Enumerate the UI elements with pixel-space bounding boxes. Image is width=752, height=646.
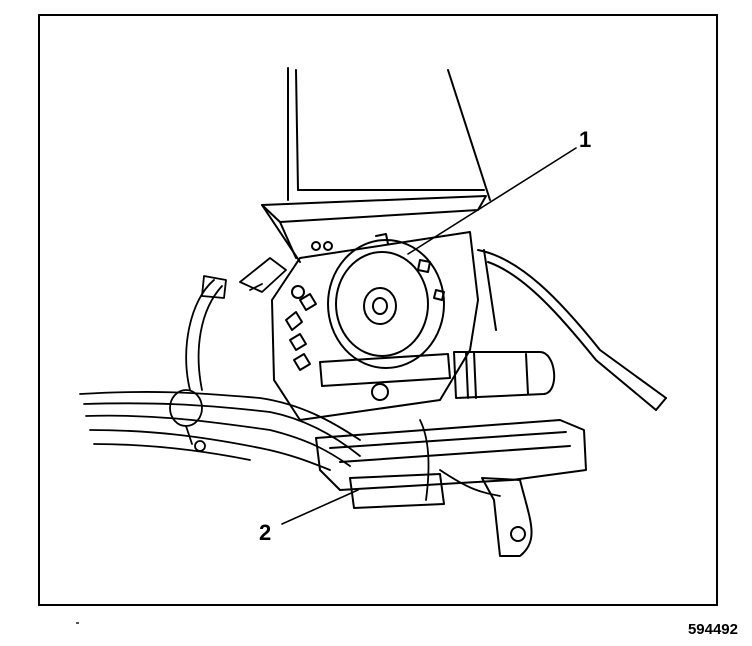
callout-label-2: 2 [259, 520, 272, 545]
leader-line-1 [407, 147, 577, 255]
callout-leaders [281, 147, 577, 525]
glass-channel-bracket [261, 67, 491, 263]
lower-regulator-track [315, 419, 587, 557]
regulator-plate [271, 231, 479, 421]
scan-speck [76, 622, 79, 624]
window-motor-body [319, 351, 556, 401]
leader-line-2 [281, 489, 359, 525]
window-motor-gear-housing [291, 233, 445, 369]
callout-label-1: 1 [579, 127, 592, 152]
wiring-harness [79, 257, 501, 501]
rear-guide-rail [477, 249, 667, 411]
figure-number: 594492 [687, 621, 738, 638]
